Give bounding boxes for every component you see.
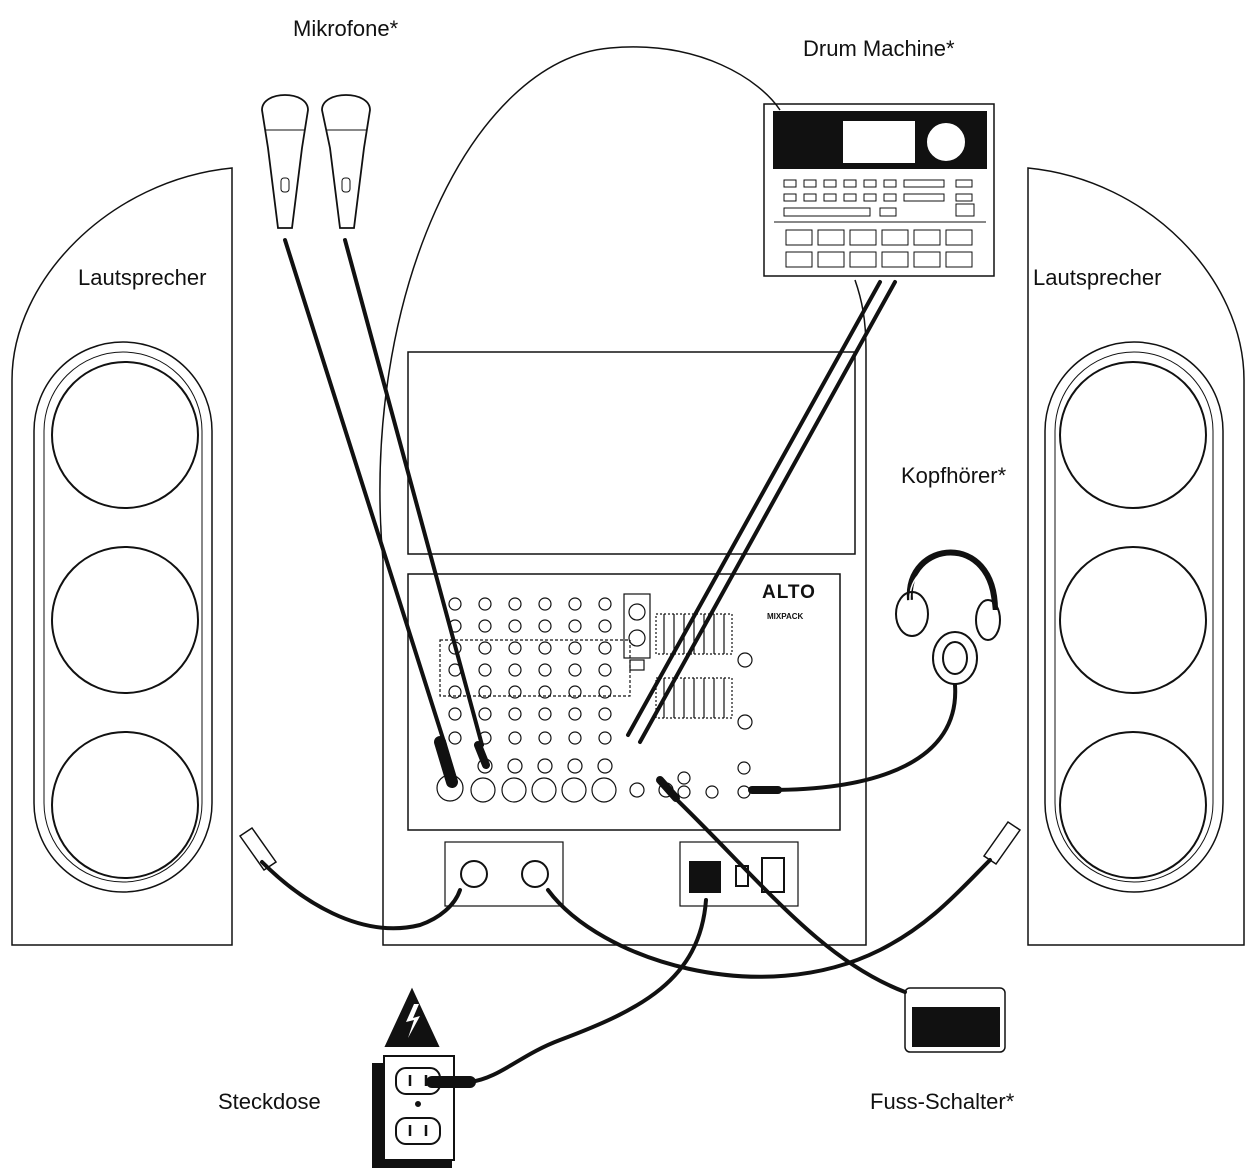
microphone-2 xyxy=(321,94,371,229)
speaker-left-driver-bottom xyxy=(51,731,199,879)
microphone-1 xyxy=(261,94,309,229)
mixer-brand-logo: ALTO xyxy=(762,582,816,603)
speaker-right-driver-mid xyxy=(1059,546,1207,694)
headphones xyxy=(895,549,1001,685)
speaker-left-driver-top xyxy=(51,361,199,509)
headphones-label: Kopfhörer* xyxy=(901,463,1007,488)
drum-machine-label: Drum Machine* xyxy=(803,36,955,61)
speaker-right-connector xyxy=(982,820,1022,866)
channel-5 xyxy=(561,597,587,803)
graphic-eq-bottom xyxy=(655,677,753,730)
rear-power-panel xyxy=(679,841,799,907)
channel-2 xyxy=(470,597,496,803)
speaker-right-cable xyxy=(546,858,992,979)
mic-2-cable xyxy=(343,238,484,747)
speaker-right-label: Lautsprecher xyxy=(1033,265,1162,290)
footswitch-plug xyxy=(656,776,680,802)
effects-section xyxy=(623,593,751,799)
footswitch xyxy=(904,987,1006,1053)
headphone-cable xyxy=(768,683,958,792)
channel-6 xyxy=(591,597,617,803)
mic-plug-2 xyxy=(474,741,490,769)
speaker-right-driver-top xyxy=(1059,361,1207,509)
mic-1-cable xyxy=(283,238,447,747)
speaker-left xyxy=(11,167,233,946)
mic-plug-1 xyxy=(434,736,458,788)
speaker-left-cable xyxy=(260,860,462,931)
speaker-left-driver-mid xyxy=(51,546,199,694)
drum-cable-1 xyxy=(626,280,882,737)
channel-3 xyxy=(501,597,527,803)
drum-cable-2 xyxy=(638,280,897,744)
microphones-label: Mikrofone* xyxy=(293,16,399,41)
pa-cabinet xyxy=(382,350,867,946)
speaker-left-label: Lautsprecher xyxy=(78,265,207,290)
drum-machine xyxy=(763,103,995,277)
rear-output-panel xyxy=(444,841,564,907)
speaker-connectors xyxy=(238,820,1022,872)
output-jack-right xyxy=(521,860,549,888)
power-fuse xyxy=(761,857,785,893)
mixer-model-label: MIXPACK xyxy=(767,612,804,621)
channel-4 xyxy=(531,597,557,803)
footswitch-label: Fuss-Schalter* xyxy=(870,1089,1015,1114)
cabinet-top-panel xyxy=(407,351,856,555)
cables xyxy=(260,238,992,1088)
mixer-panel xyxy=(407,573,841,831)
output-jack-left xyxy=(460,860,488,888)
speaker-right-driver-bottom xyxy=(1059,731,1207,879)
background-arc xyxy=(379,46,781,561)
footswitch-cable xyxy=(670,793,907,994)
power-inlet xyxy=(689,861,721,893)
speaker-right xyxy=(1027,167,1245,946)
power-cable xyxy=(468,898,708,1084)
speaker-left-connector xyxy=(238,826,278,872)
socket-label: Steckdose xyxy=(218,1089,321,1114)
